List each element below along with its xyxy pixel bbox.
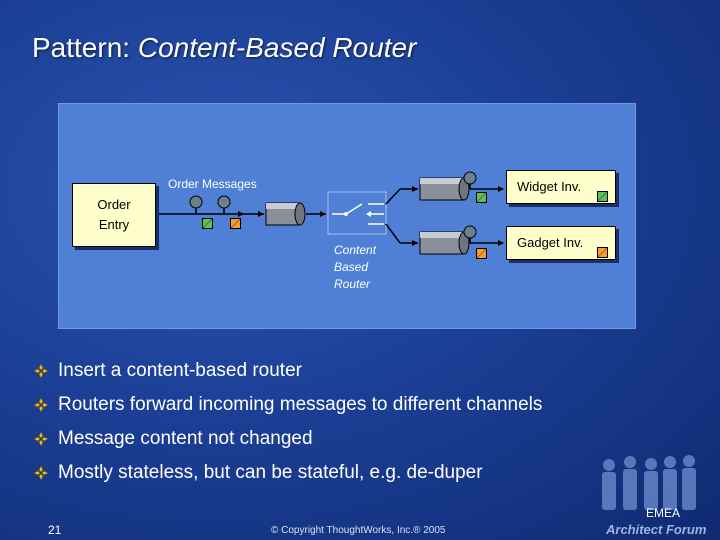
gadget-inventory-box: Gadget Inv. [506, 226, 616, 260]
gadget-channel-icon [419, 231, 470, 255]
order-entry-line2: Entry [98, 217, 130, 232]
bullet-list: Insert a content-based router Routers fo… [33, 354, 542, 490]
bullet-item: Mostly stateless, but can be stateful, e… [33, 456, 542, 490]
people-logo-icon [602, 455, 696, 510]
widget-channel-icon [419, 177, 470, 201]
title-prefix: Pattern: [32, 32, 138, 63]
slide-title: Pattern: Content-Based Router [32, 32, 416, 64]
bullet-text: Routers forward incoming messages to dif… [58, 394, 543, 415]
gadget-endpoint-icon [463, 225, 477, 243]
router-label-line3: Router [334, 277, 371, 291]
bullet-item: Insert a content-based router [33, 354, 542, 388]
orange-message-icon [230, 218, 241, 229]
router-label-line1: Content [334, 243, 377, 257]
message-endpoint-2-icon [217, 195, 231, 214]
widget-message-icon [476, 192, 487, 203]
bullet-text: Mostly stateless, but can be stateful, e… [58, 462, 483, 483]
order-entry-line1: Order [97, 197, 131, 212]
router-icon [327, 191, 387, 235]
gadget-box-message-icon [597, 247, 608, 258]
order-messages-label: Order Messages [168, 177, 257, 191]
gadget-message-icon [476, 248, 487, 259]
bullet-item: Message content not changed [33, 422, 542, 456]
widget-label: Widget Inv. [517, 179, 582, 194]
bullet-item: Routers forward incoming messages to dif… [33, 388, 542, 422]
router-label-line2: Based [334, 260, 369, 274]
bullet-text: Message content not changed [58, 428, 313, 449]
gadget-label: Gadget Inv. [517, 235, 584, 250]
title-emphasis: Content-Based Router [137, 32, 417, 63]
widget-endpoint-icon [463, 171, 477, 189]
architect-forum-logo: Architect Forum [606, 522, 707, 537]
green-message-icon [202, 218, 213, 229]
router-label: Content Based Router [334, 242, 376, 293]
diamond-bullet-icon [33, 465, 49, 481]
bullet-text: Insert a content-based router [58, 360, 302, 381]
page-number: 21 [48, 523, 62, 537]
diamond-bullet-icon [33, 397, 49, 413]
message-endpoint-1-icon [189, 195, 203, 214]
diamond-bullet-icon [33, 363, 49, 379]
emea-label: EMEA [646, 506, 681, 520]
input-channel-icon [265, 202, 306, 226]
widget-inventory-box: Widget Inv. [506, 170, 616, 204]
widget-box-message-icon [597, 191, 608, 202]
copyright-text: © Copyright ThoughtWorks, Inc.® 2005 [271, 525, 446, 536]
diamond-bullet-icon [33, 431, 49, 447]
order-entry-box: Order Entry [72, 183, 156, 247]
